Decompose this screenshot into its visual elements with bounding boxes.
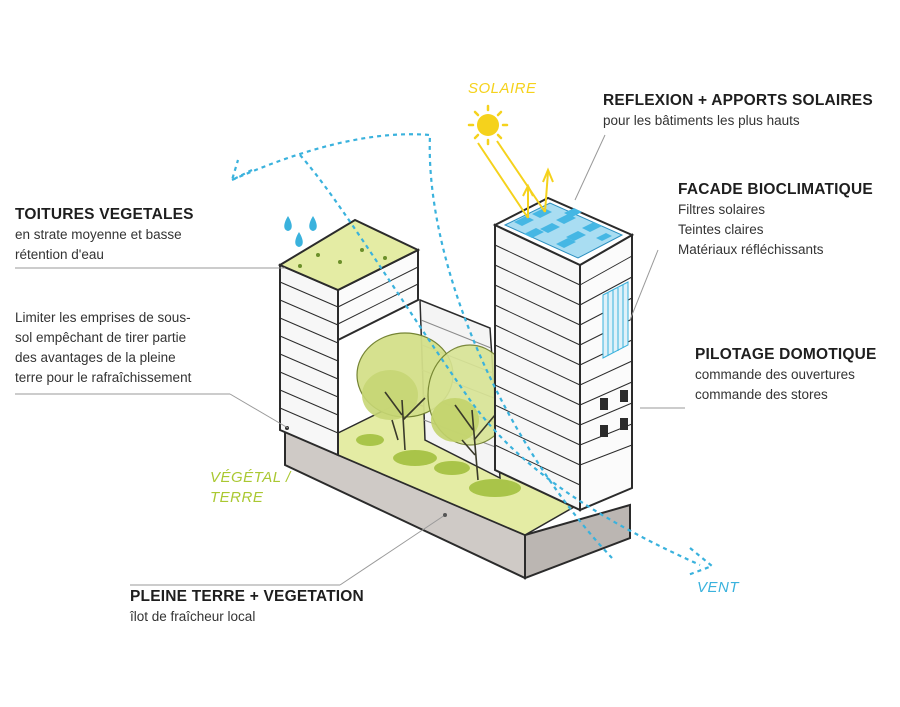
solar-panel-icon bbox=[503, 202, 624, 259]
leader-lines bbox=[15, 134, 685, 586]
callout-toitures: TOITURES VEGETALES en strate moyenne et … bbox=[15, 205, 194, 265]
callout-reflexion: REFLEXION + APPORTS SOLAIRES pour les bâ… bbox=[603, 91, 873, 131]
building-left bbox=[277, 218, 421, 457]
callout-limiter-line: Limiter les emprises de sous- bbox=[15, 310, 191, 325]
wind-arrow-icon bbox=[231, 133, 701, 567]
water-drop-icon bbox=[284, 216, 317, 247]
callout-reflexion-line: pour les bâtiments les plus hauts bbox=[603, 113, 800, 128]
callout-facade: FACADE BIOCLIMATIQUE Filtres solaires Te… bbox=[678, 180, 873, 260]
callout-toitures-line: rétention d'eau bbox=[15, 247, 104, 262]
callout-pilotage: PILOTAGE DOMOTIQUE commande des ouvertur… bbox=[695, 345, 877, 405]
sun-rays bbox=[477, 140, 554, 219]
callout-limiter-line: sol empêchant de tirer partie bbox=[15, 330, 187, 345]
sun-icon bbox=[467, 104, 509, 146]
callout-pleine-terre: PLEINE TERRE + VEGETATION îlot de fraîch… bbox=[130, 587, 364, 627]
callout-limiter-line: des avantages de la pleine bbox=[15, 350, 176, 365]
tag-solaire: SOLAIRE bbox=[468, 80, 537, 97]
callout-limiter: Limiter les emprises de sous- sol empêch… bbox=[15, 308, 191, 388]
callout-facade-line: Matériaux réfléchissants bbox=[678, 242, 824, 257]
tower-windows bbox=[600, 390, 628, 437]
building-tall bbox=[492, 196, 635, 512]
callout-facade-line: Filtres solaires bbox=[678, 202, 766, 217]
tag-vegetal-line1: VÉGÉTAL / bbox=[210, 469, 291, 486]
tag-vent: VENT bbox=[697, 579, 740, 596]
callout-pleine-terre-line: îlot de fraîcheur local bbox=[130, 609, 256, 624]
tag-vegetal-line2: TERRE bbox=[210, 489, 264, 506]
tree-right bbox=[427, 344, 513, 481]
shrubs bbox=[356, 434, 521, 497]
callout-facade-title: FACADE BIOCLIMATIQUE bbox=[678, 181, 873, 198]
callout-toitures-title: TOITURES VEGETALES bbox=[15, 206, 194, 223]
callout-pilotage-line: commande des ouvertures bbox=[695, 367, 855, 382]
facade-filter bbox=[602, 281, 629, 359]
callout-pilotage-title: PILOTAGE DOMOTIQUE bbox=[695, 346, 877, 363]
callout-pilotage-line: commande des stores bbox=[695, 387, 828, 402]
callout-toitures-line: en strate moyenne et basse bbox=[15, 227, 182, 242]
callout-pleine-terre-title: PLEINE TERRE + VEGETATION bbox=[130, 588, 364, 605]
callout-limiter-line: terre pour le rafraîchissement bbox=[15, 370, 192, 385]
callout-facade-line: Teintes claires bbox=[678, 222, 764, 237]
callout-reflexion-title: REFLEXION + APPORTS SOLAIRES bbox=[603, 92, 873, 109]
